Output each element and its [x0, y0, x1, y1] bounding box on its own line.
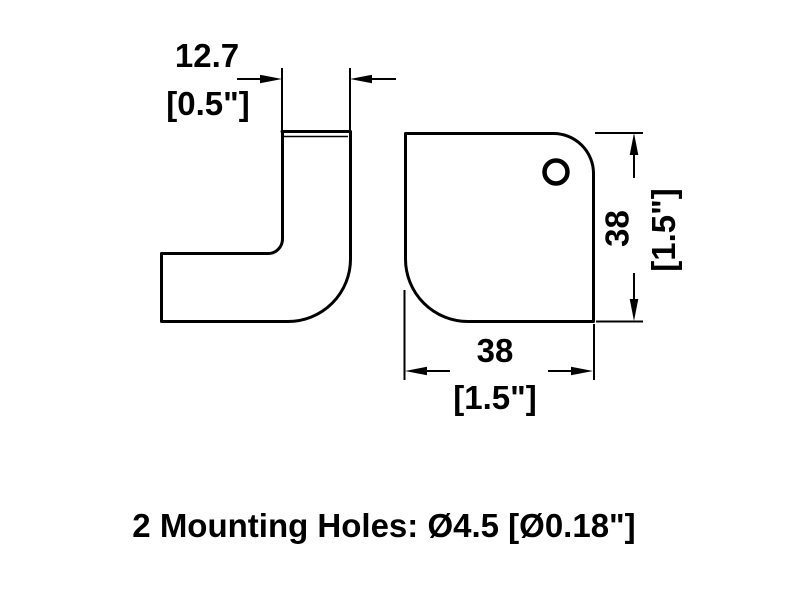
arrow-left-icon — [405, 366, 427, 376]
height-value-mm: 38 — [599, 210, 636, 247]
side-profile-outline — [160, 130, 352, 323]
arrow-up-icon — [629, 133, 639, 155]
width-value-inch: [1.5"] — [453, 379, 537, 416]
arrow-right-icon — [571, 366, 593, 376]
mounting-hole — [542, 158, 570, 186]
face-view-outline — [404, 131, 595, 323]
arrow-left-icon — [350, 74, 372, 84]
arrow-down-icon — [629, 299, 639, 321]
height-value-inch: [1.5"] — [645, 188, 682, 272]
arrow-right-icon — [260, 74, 282, 84]
width-value-mm: 38 — [477, 332, 514, 369]
height-dimension: 38 [1.5"] — [595, 132, 682, 323]
thickness-dimension: 12.7 [0.5"] — [166, 37, 396, 131]
thickness-value-inch: [0.5"] — [166, 85, 250, 122]
width-dimension: 38 [1.5"] — [403, 290, 595, 416]
mounting-holes-note: 2 Mounting Holes: Ø4.5 [Ø0.18"] — [132, 507, 635, 544]
face-view — [404, 131, 595, 323]
thickness-value-mm: 12.7 — [175, 37, 239, 74]
side-profile-view — [160, 130, 352, 323]
